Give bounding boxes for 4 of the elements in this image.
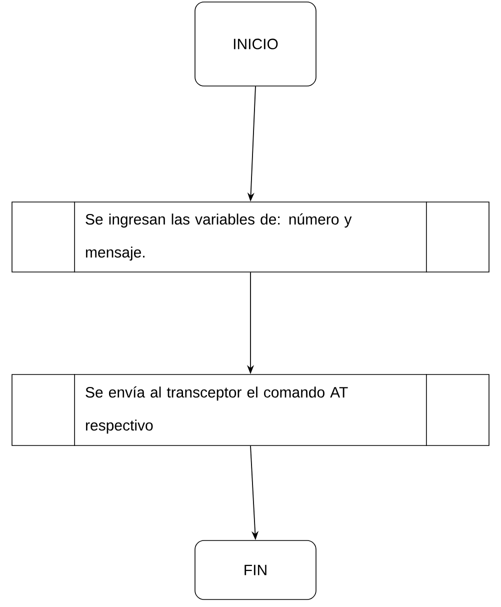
- process-box: Se ingresan las variables de: número y mensaje.: [12, 201, 490, 273]
- process-box: Se envía al transceptor el comando AT respectivo: [12, 374, 490, 446]
- terminal-box: INICIO: [194, 2, 316, 86]
- terminal-box: FIN: [194, 540, 316, 600]
